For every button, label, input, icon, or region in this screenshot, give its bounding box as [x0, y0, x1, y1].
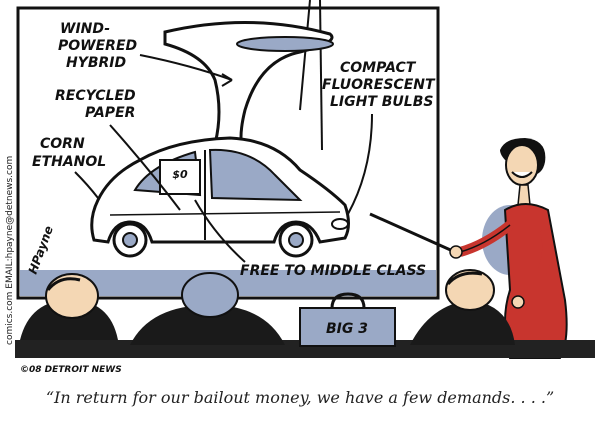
executive-middle — [130, 272, 285, 345]
arrowhead-wind — [221, 73, 233, 87]
cartoon-illustration: $0 WIND- POWERED HYBRID RECYCLED PAPER C… — [15, 0, 595, 375]
label-wind-1: WIND- — [60, 21, 110, 37]
price-sticker — [159, 159, 201, 195]
side-credit-text: comics.com EMAIL:hpayne@detnews.com — [5, 156, 15, 345]
hanging-wire — [299, 0, 311, 111]
arrow-corn — [74, 171, 99, 199]
copyright: ©08 DETROIT NEWS — [20, 365, 122, 375]
label-free: FREE TO MIDDLE CLASS — [240, 263, 426, 279]
wind-funnel — [163, 20, 334, 162]
label-bulbs-3: LIGHT BULBS — [330, 94, 433, 110]
caption: “In return for our bailout money, we hav… — [45, 388, 555, 407]
label-paper-1: RECYCLED — [55, 88, 136, 104]
arrow-bulbs — [347, 113, 373, 215]
car-rear-hub — [122, 232, 138, 248]
arrow-free — [194, 199, 246, 263]
car-trim-line — [109, 211, 341, 216]
presenter — [449, 138, 568, 359]
executive-left — [20, 273, 118, 340]
car-front-window — [208, 148, 303, 202]
briefcase-label: BIG 3 — [326, 321, 368, 337]
hanging-wire — [319, 0, 323, 151]
funnel-opening — [236, 36, 334, 52]
arrow-wind — [139, 54, 233, 81]
label-paper-2: PAPER — [85, 105, 135, 121]
arrow-paper — [109, 124, 181, 211]
headlight-bulb — [331, 218, 349, 230]
label-bulbs-1: COMPACT — [340, 60, 417, 76]
label-wind-3: HYBRID — [66, 55, 126, 71]
label-bulbs-2: FLUORESCENT — [322, 77, 436, 93]
label-wind-2: POWERED — [58, 38, 137, 54]
pointer-stick — [369, 212, 456, 254]
executive-right — [410, 269, 515, 345]
label-corn-2: ETHANOL — [32, 154, 106, 170]
label-corn-1: CORN — [40, 136, 85, 152]
price-sticker-label: $0 — [172, 168, 188, 181]
side-credit: comics.com EMAIL:hpayne@detnews.com — [5, 156, 15, 345]
briefcase-handle — [330, 292, 366, 309]
big3-briefcase — [299, 307, 396, 347]
car-front-hub — [288, 232, 304, 248]
